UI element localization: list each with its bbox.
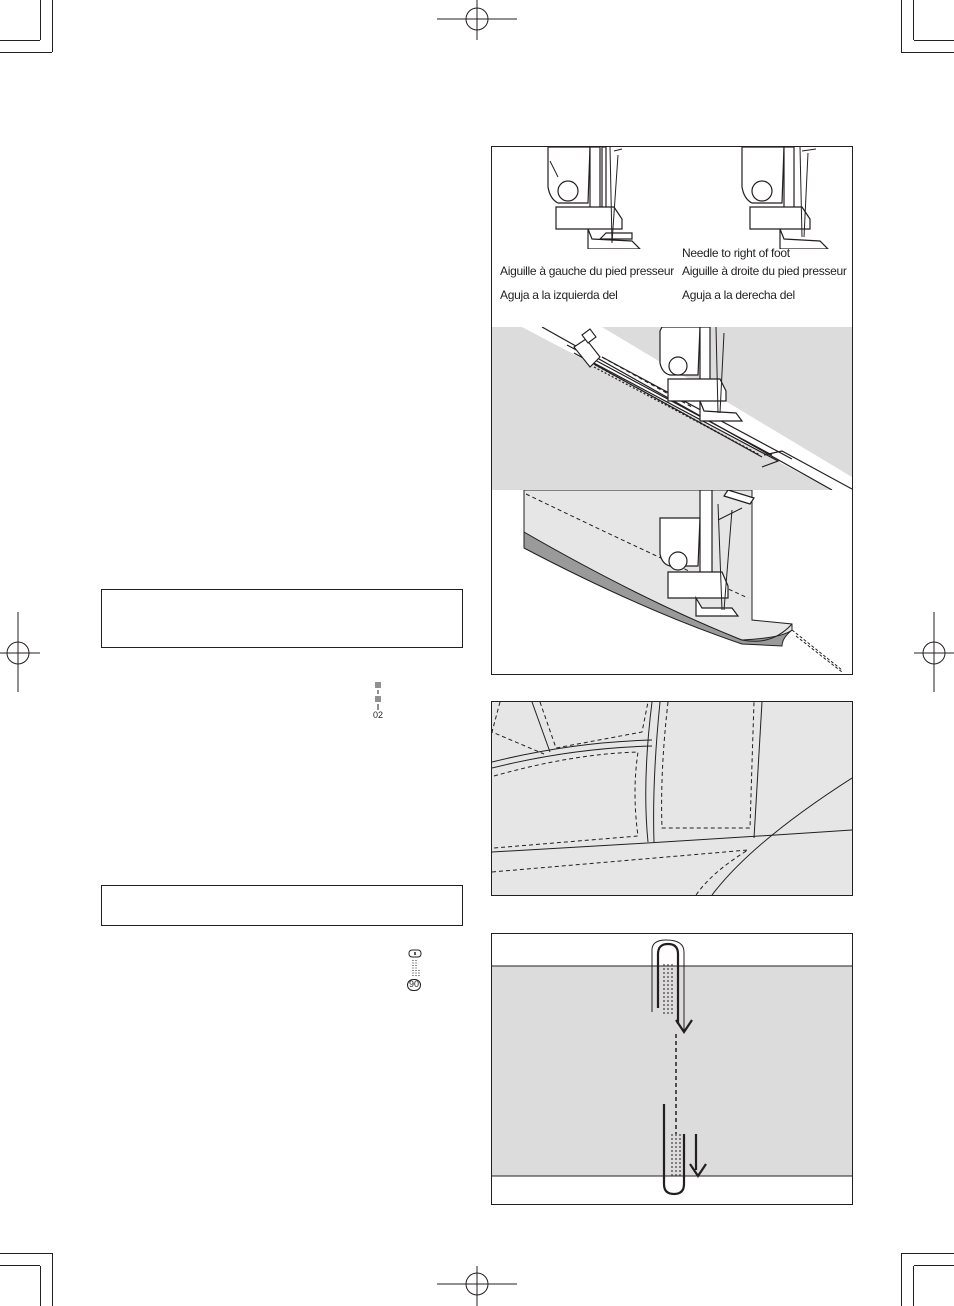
edge-stitching-illustration	[523, 490, 843, 673]
registration-target-bottom	[437, 1266, 517, 1306]
foot-needle-left-illustration	[547, 147, 641, 249]
straight-stitch-icon: 02	[368, 680, 390, 724]
straight-stitch-number: 02	[373, 710, 384, 720]
needle-left-label-es: Aguja a la izquierda del	[500, 288, 618, 302]
quilting-figure	[491, 701, 853, 896]
note-box-1	[101, 589, 463, 648]
zipper-foot-figure: Needle to right of foot Aiguille à gauch…	[491, 146, 853, 675]
quilting-illustration	[492, 702, 852, 895]
foot-needle-right-illustration	[741, 147, 829, 249]
needle-right-label-en: Needle to right of foot	[682, 246, 790, 260]
backtack-figure	[491, 933, 853, 1205]
needle-right-label-fr: Aiguille à droite du pied presseur	[682, 264, 847, 278]
bartack-number-circle	[407, 979, 421, 991]
zipper-sewing-illustration	[492, 327, 852, 490]
registration-target-left	[0, 612, 40, 692]
bartack-stitch-icon: 90	[404, 948, 428, 994]
backtack-illustration	[492, 939, 852, 1196]
needle-right-label-es: Aguja a la derecha del	[682, 288, 795, 302]
bartack-stitch-number: 90	[409, 979, 420, 989]
needle-left-label-fr: Aiguille à gauche du pied presseur	[500, 264, 674, 278]
registration-target-top	[437, 0, 517, 40]
registration-target-right	[914, 612, 954, 692]
note-box-2	[101, 885, 463, 926]
